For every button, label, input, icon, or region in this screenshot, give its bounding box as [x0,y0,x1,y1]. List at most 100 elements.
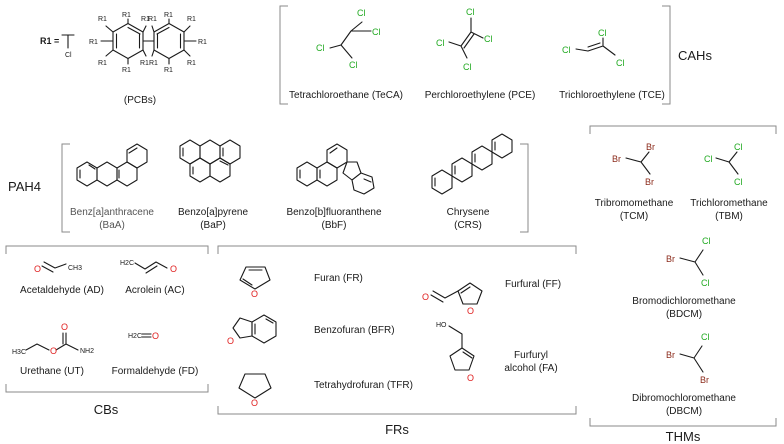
tbm-structure: Cl Cl Cl [704,142,743,187]
r1-label-13: R1 [164,67,173,74]
bdcm-structure: Cl Br Cl [666,236,711,288]
fr-label: Furan (FR) [314,273,363,284]
svg-text:O: O [227,336,234,346]
tbm-label-abbr: (TBM) [715,211,743,222]
pcb-ring-left [112,22,144,60]
frs-bracket-bottom [217,406,577,415]
svg-text:Cl: Cl [701,278,710,288]
svg-text:Br: Br [666,350,675,360]
fd-label: Formaldehyde (FD) [112,366,199,377]
group-thms: THMs [666,429,701,444]
bdcm-label-abbr: (BDCM) [666,309,702,320]
fr-structure: O [239,266,271,299]
cahs-bracket-right [662,5,671,105]
r1-bond [61,34,75,49]
ut-label: Urethane (UT) [20,366,84,377]
tcm-label-abbr: (TCM) [620,211,648,222]
baa-label-abbr: (BaA) [99,220,125,231]
svg-text:Cl: Cl [372,27,381,37]
pcb-structure: R1 = Cl R1 R1 R1 R1 R1 R1 R1 R1 R1 R1 R1… [40,12,207,74]
ut-structure: H3C O O NH2 [12,322,94,356]
svg-text:Cl: Cl [704,154,713,164]
crs-structure [431,133,513,195]
svg-text:Cl: Cl [466,7,475,17]
group-cahs: CAHs [678,48,712,63]
svg-text:Cl: Cl [436,38,445,48]
bfr-structure: O [227,314,277,346]
svg-text:O: O [152,331,159,341]
bfr-label: Benzofuran (BFR) [314,325,395,336]
tcm-label-name: Tribromomethane [595,198,674,209]
svg-text:Cl: Cl [463,62,472,72]
tce-structure: Cl Cl Cl [562,28,625,68]
svg-text:Br: Br [666,254,675,264]
r1-label-10: R1 [122,67,131,74]
r1-label-2: R1 [122,12,131,19]
svg-text:Cl: Cl [357,8,366,18]
baa-structure [76,143,148,187]
tce-label: Trichloroethylene (TCE) [559,90,665,101]
svg-text:HO: HO [436,322,447,329]
svg-text:O: O [50,346,57,356]
r1-definition: R1 = [40,36,59,46]
crs-label-name: Chrysene [447,207,490,218]
bdcm-label-name: Bromodichloromethane [632,296,736,307]
svg-text:O: O [170,264,177,274]
svg-text:Cl: Cl [316,43,325,53]
frs-bracket-top [217,245,577,254]
tcm-structure: Br Br Br [612,142,655,187]
tfr-structure: O [238,373,272,408]
bbf-label-name: Benzo[b]fluoranthene [286,207,382,218]
ad-structure: O CH3 [34,261,82,274]
thms-bracket-bottom [589,418,777,427]
r1-label-9: R1 [98,60,107,67]
cahs-bracket-left [279,5,288,105]
fa-structure: HO O [436,322,475,383]
svg-text:Cl: Cl [562,45,571,55]
pah4-bracket-left [61,143,70,233]
baa-label-name: Benz[a]anthracene [70,207,154,218]
svg-text:Cl: Cl [484,34,493,44]
tbm-label-name: Trichloromethane [690,198,768,209]
svg-text:O: O [467,373,474,383]
svg-text:Cl: Cl [734,177,743,187]
r1-label-8: R1 [198,39,207,46]
pcb-label: (PCBs) [124,95,156,106]
svg-text:Cl: Cl [349,60,358,70]
svg-text:NH2: NH2 [80,348,94,355]
svg-text:Br: Br [645,177,654,187]
svg-text:H2C: H2C [128,333,142,340]
svg-text:Cl: Cl [701,332,710,342]
thms-bracket-top [589,125,777,134]
r1-chlorine: Cl [65,52,72,59]
r1-label-6: R1 [187,16,196,23]
ac-structure: H2C O [120,260,177,274]
svg-text:Cl: Cl [598,28,607,38]
group-pah4: PAH4 [8,179,41,194]
r1-label-7: R1 [89,39,98,46]
fa-label-line2: alcohol (FA) [504,363,557,374]
r1-label-5: R1 [164,12,173,19]
teca-label: Tetrachloroethane (TeCA) [289,90,403,101]
svg-text:H3C: H3C [12,349,26,356]
bbf-label-abbr: (BbF) [322,220,347,231]
pcb-ring-right [153,22,185,60]
dbcm-structure: Cl Br Br [666,332,710,385]
crs-label-abbr: (CRS) [454,220,482,231]
dbcm-label-abbr: (DBCM) [666,406,702,417]
bap-label-abbr: (BaP) [200,220,226,231]
pce-structure: Cl Cl Cl Cl [436,7,493,72]
svg-text:O: O [61,322,68,332]
pah4-bracket-right [520,143,529,233]
svg-text:Cl: Cl [734,142,743,152]
cbs-bracket-bottom [5,384,209,393]
r1-label-14: R1 [187,60,196,67]
svg-text:Cl: Cl [616,58,625,68]
ad-label: Acetaldehyde (AD) [20,285,104,296]
svg-text:Br: Br [700,375,709,385]
tfr-label: Tetrahydrofuran (TFR) [314,380,413,391]
svg-text:O: O [251,289,258,299]
ff-label: Furfural (FF) [505,279,561,290]
